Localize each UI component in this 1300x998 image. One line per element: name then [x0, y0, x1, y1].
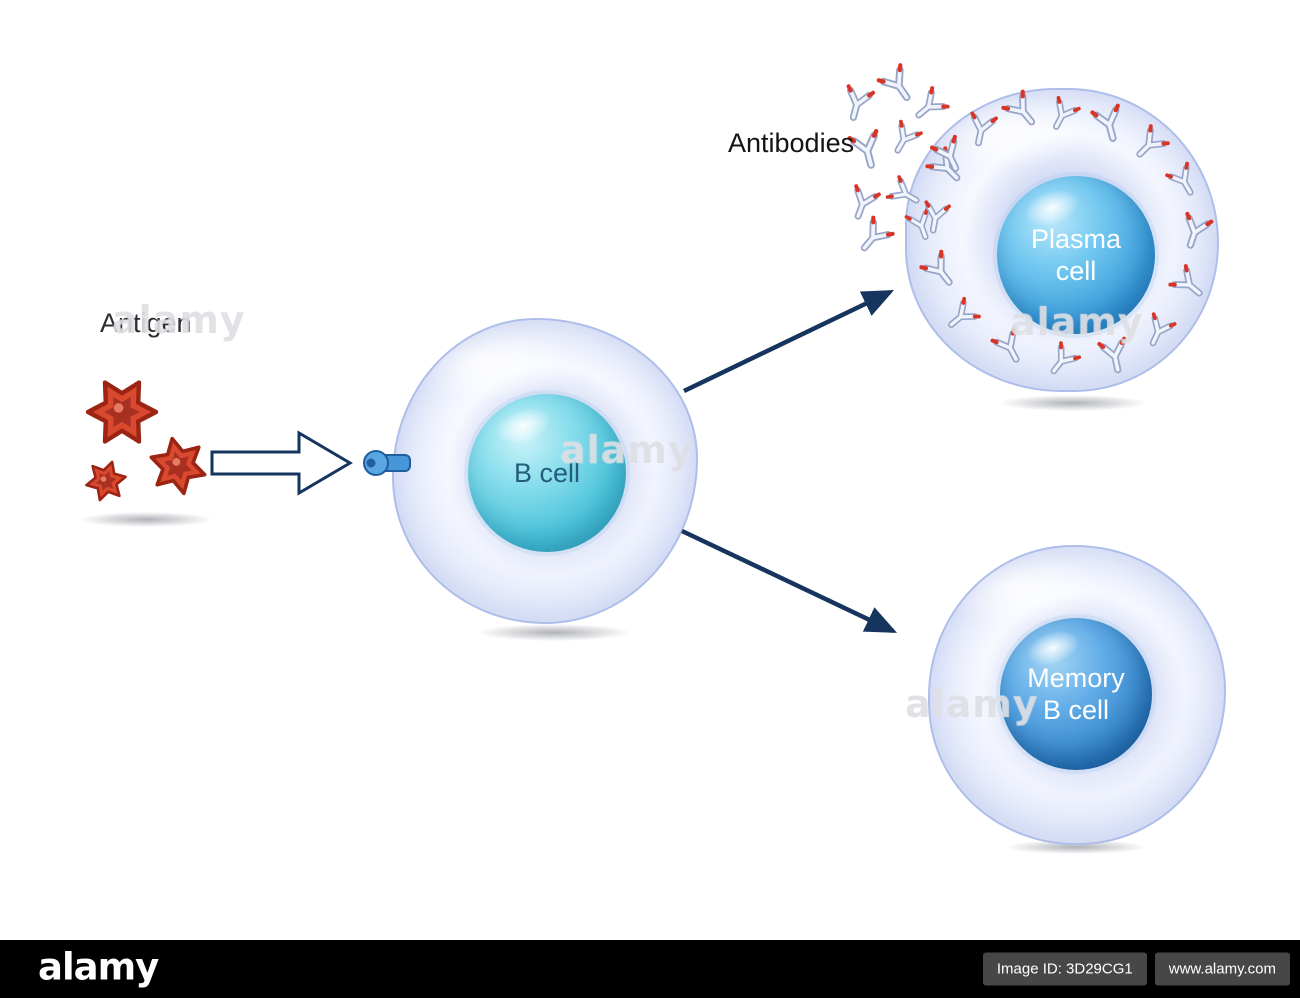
- antibody-icon: [841, 86, 873, 120]
- memory-cell-shadow: [1006, 840, 1146, 854]
- antigen-to-bcell-arrow: [210, 430, 353, 496]
- antibodies-label: Antibodies: [728, 128, 855, 158]
- arrow-to-memory-cell: [681, 528, 898, 634]
- alamy-logo: alamy: [38, 945, 159, 989]
- antigen-shadow: [80, 512, 212, 527]
- plasma-cell-shadow: [1000, 395, 1146, 411]
- plasma-cell-label-line2: cell: [1055, 256, 1097, 286]
- memory-b-cell-nucleus: Memory B cell: [1000, 618, 1152, 770]
- antibody-icon: [847, 186, 879, 220]
- footer-bar: alamy Image ID: 3D29CG1 www.alamy.com: [0, 940, 1300, 998]
- arrow-to-plasma-cell: [683, 289, 895, 394]
- antigen-label: Antigen: [100, 308, 192, 338]
- b-cell-shadow: [478, 624, 630, 641]
- memory-b-cell-label-line2: B cell: [1042, 695, 1110, 725]
- antigen-particle: [88, 383, 156, 442]
- b-cell-nucleus: B cell: [468, 394, 626, 552]
- plasma-cell-nucleus: Plasma cell: [997, 176, 1155, 334]
- antibody-icon: [911, 88, 948, 124]
- antibody-icon: [888, 122, 921, 156]
- memory-b-cell-label-line1: Memory: [1027, 662, 1125, 693]
- antibody-icon: [850, 131, 884, 168]
- antigen-particle: [83, 460, 129, 502]
- antibody-icon: [879, 65, 918, 105]
- footer-badges: Image ID: 3D29CG1 www.alamy.com: [982, 952, 1290, 986]
- b-cell-label: B cell: [513, 457, 581, 488]
- antigen-particle: [144, 434, 212, 497]
- alamy-url-badge: www.alamy.com: [1154, 952, 1290, 986]
- plasma-cell-label-line1: Plasma: [1030, 223, 1122, 254]
- image-id-badge: Image ID: 3D29CG1: [982, 952, 1147, 986]
- antibody-icon: [855, 218, 893, 256]
